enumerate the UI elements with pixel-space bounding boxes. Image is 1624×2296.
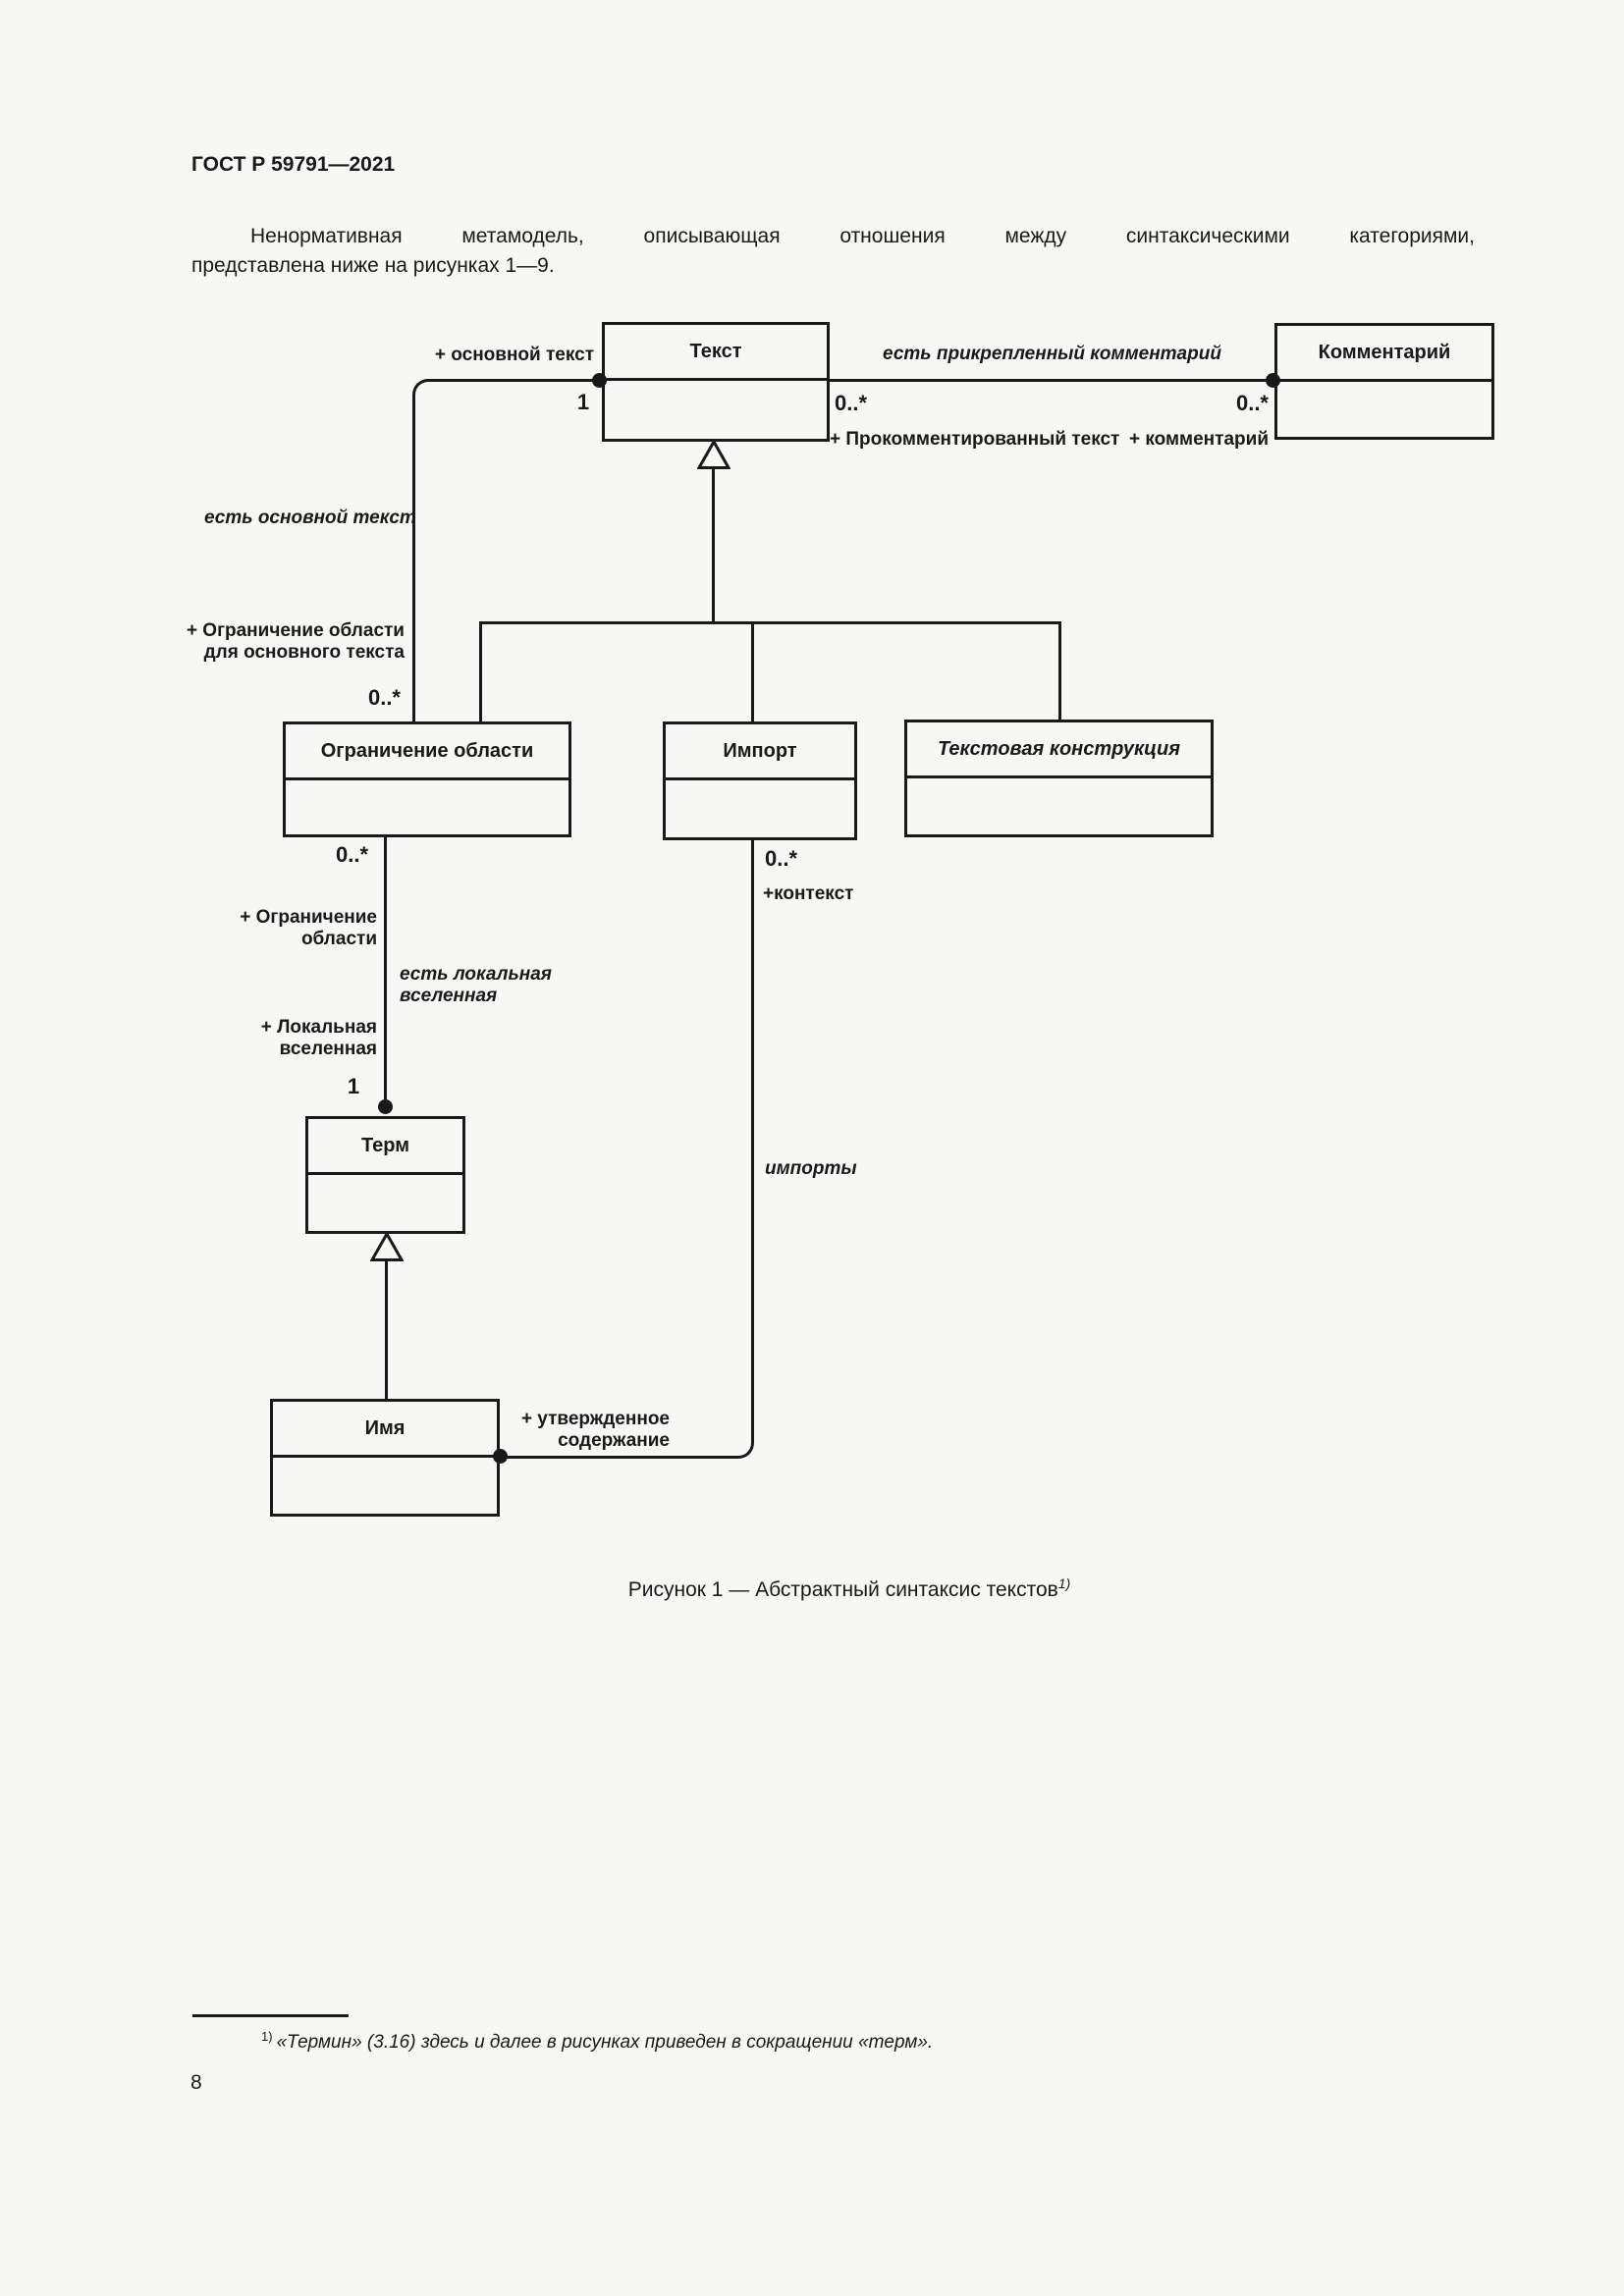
class-title: Импорт [666, 724, 854, 780]
generalization-line-tekst [712, 468, 715, 623]
generalization-arrow-icon [697, 440, 731, 469]
multiplicity-label: 0..* [835, 391, 868, 415]
role-label-lokalnaya-vselennaya: + Локальная вселенная [196, 1017, 377, 1060]
association-line-tekst-kommentarij [830, 379, 1274, 382]
generalization-line-imya-term [385, 1260, 388, 1399]
aggregation-dot-icon [592, 373, 607, 388]
role-label-kontekst: +контекст [763, 883, 854, 904]
generalization-line-horizontal [479, 621, 1061, 624]
class-title: Текстовая конструкция [907, 722, 1211, 778]
page-header: ГОСТ Р 59791—2021 [191, 153, 396, 176]
page-number: 8 [190, 2071, 202, 2094]
role-label-line: + Ограничение [240, 907, 377, 928]
figure-caption-text: Рисунок 1 — Абстрактный синтаксис тексто… [627, 1578, 1058, 1601]
footnote-reference: 1) [1057, 1575, 1071, 1591]
class-title: Текст [605, 325, 827, 381]
class-title: Ограничение области [286, 724, 568, 780]
generalization-drop-ogranichenie [479, 621, 482, 721]
multiplicity-label: 0..* [367, 685, 401, 710]
association-line-osnovnoj-tekst [412, 379, 602, 721]
role-label-line: + Локальная [260, 1017, 377, 1038]
aggregation-dot-icon [1266, 373, 1280, 388]
role-label-kommentarij: + комментарий [1129, 429, 1269, 450]
footnote-text: «Термин» (3.16) здесь и далее в рисунках… [276, 2032, 934, 2053]
generalization-arrow-icon [370, 1232, 404, 1261]
footnote-rule [192, 2014, 349, 2017]
role-label-prokommentirovannyj-tekst: + Прокомментированный текст [830, 429, 1120, 450]
role-label-line: области [300, 929, 377, 949]
footnote-marker: 1) [261, 2028, 273, 2044]
role-label-utverzhdennoe-soderzhanie: + утвержденное содержание [520, 1409, 670, 1452]
intro-line-2: представлена ниже на рисунках 1—9. [191, 254, 555, 277]
role-label-line: для основного текста [203, 642, 405, 663]
role-label-line: вселенная [279, 1039, 377, 1059]
role-label-osnovnoj-tekst: + основной текст [434, 345, 594, 365]
association-name-label: импорты [765, 1158, 857, 1179]
figure-caption: Рисунок 1 — Абстрактный синтаксис тексто… [191, 1575, 1507, 1602]
class-box-tekst: Текст [602, 322, 830, 442]
class-box-kommentarij: Комментарий [1274, 323, 1494, 440]
association-name-label: есть локальная вселенная [400, 964, 552, 1007]
class-box-import: Импорт [663, 721, 857, 840]
class-box-ogranichenie-oblasti: Ограничение области [283, 721, 571, 837]
multiplicity-label: 1 [576, 390, 590, 414]
generalization-drop-tekstovaya [1058, 621, 1061, 720]
intro-paragraph: Ненормативная метамодель, описывающая от… [191, 222, 1475, 281]
intro-line-1: Ненормативная метамодель, описывающая от… [250, 225, 1475, 247]
association-line-ogranichenie-term [384, 837, 387, 1099]
aggregation-dot-icon [378, 1099, 393, 1114]
multiplicity-label: 0..* [1235, 391, 1269, 415]
association-name-line: есть локальная [400, 964, 552, 985]
class-title: Комментарий [1277, 326, 1491, 382]
class-box-term: Терм [305, 1116, 465, 1234]
generalization-drop-import [751, 621, 754, 721]
class-box-tekstovaya-konstrukciya: Текстовая конструкция [904, 720, 1214, 837]
role-label-ogranichenie-dlya-osnovnogo: + Ограничение области для основного текс… [177, 620, 405, 664]
role-label-line: + Ограничение области [186, 620, 405, 641]
role-label-line: + утвержденное [520, 1409, 670, 1429]
class-title: Терм [308, 1119, 462, 1175]
multiplicity-label: 0..* [336, 842, 369, 867]
association-line-imya-import [501, 840, 754, 1459]
association-name-label: есть прикрепленный комментарий [883, 344, 1221, 364]
class-box-imya: Имя [270, 1399, 500, 1517]
role-label-ogranichenie-oblasti: + Ограничение области [196, 907, 377, 950]
role-label-line: содержание [558, 1430, 670, 1451]
multiplicity-label: 1 [347, 1074, 360, 1098]
association-name-line: вселенная [400, 986, 498, 1006]
footnote: 1)«Термин» (3.16) здесь и далее в рисунк… [261, 2028, 1479, 2054]
aggregation-dot-icon [493, 1449, 508, 1464]
multiplicity-label: 0..* [765, 846, 798, 871]
class-title: Имя [273, 1402, 497, 1458]
association-name-label: есть основной текст [204, 507, 416, 528]
